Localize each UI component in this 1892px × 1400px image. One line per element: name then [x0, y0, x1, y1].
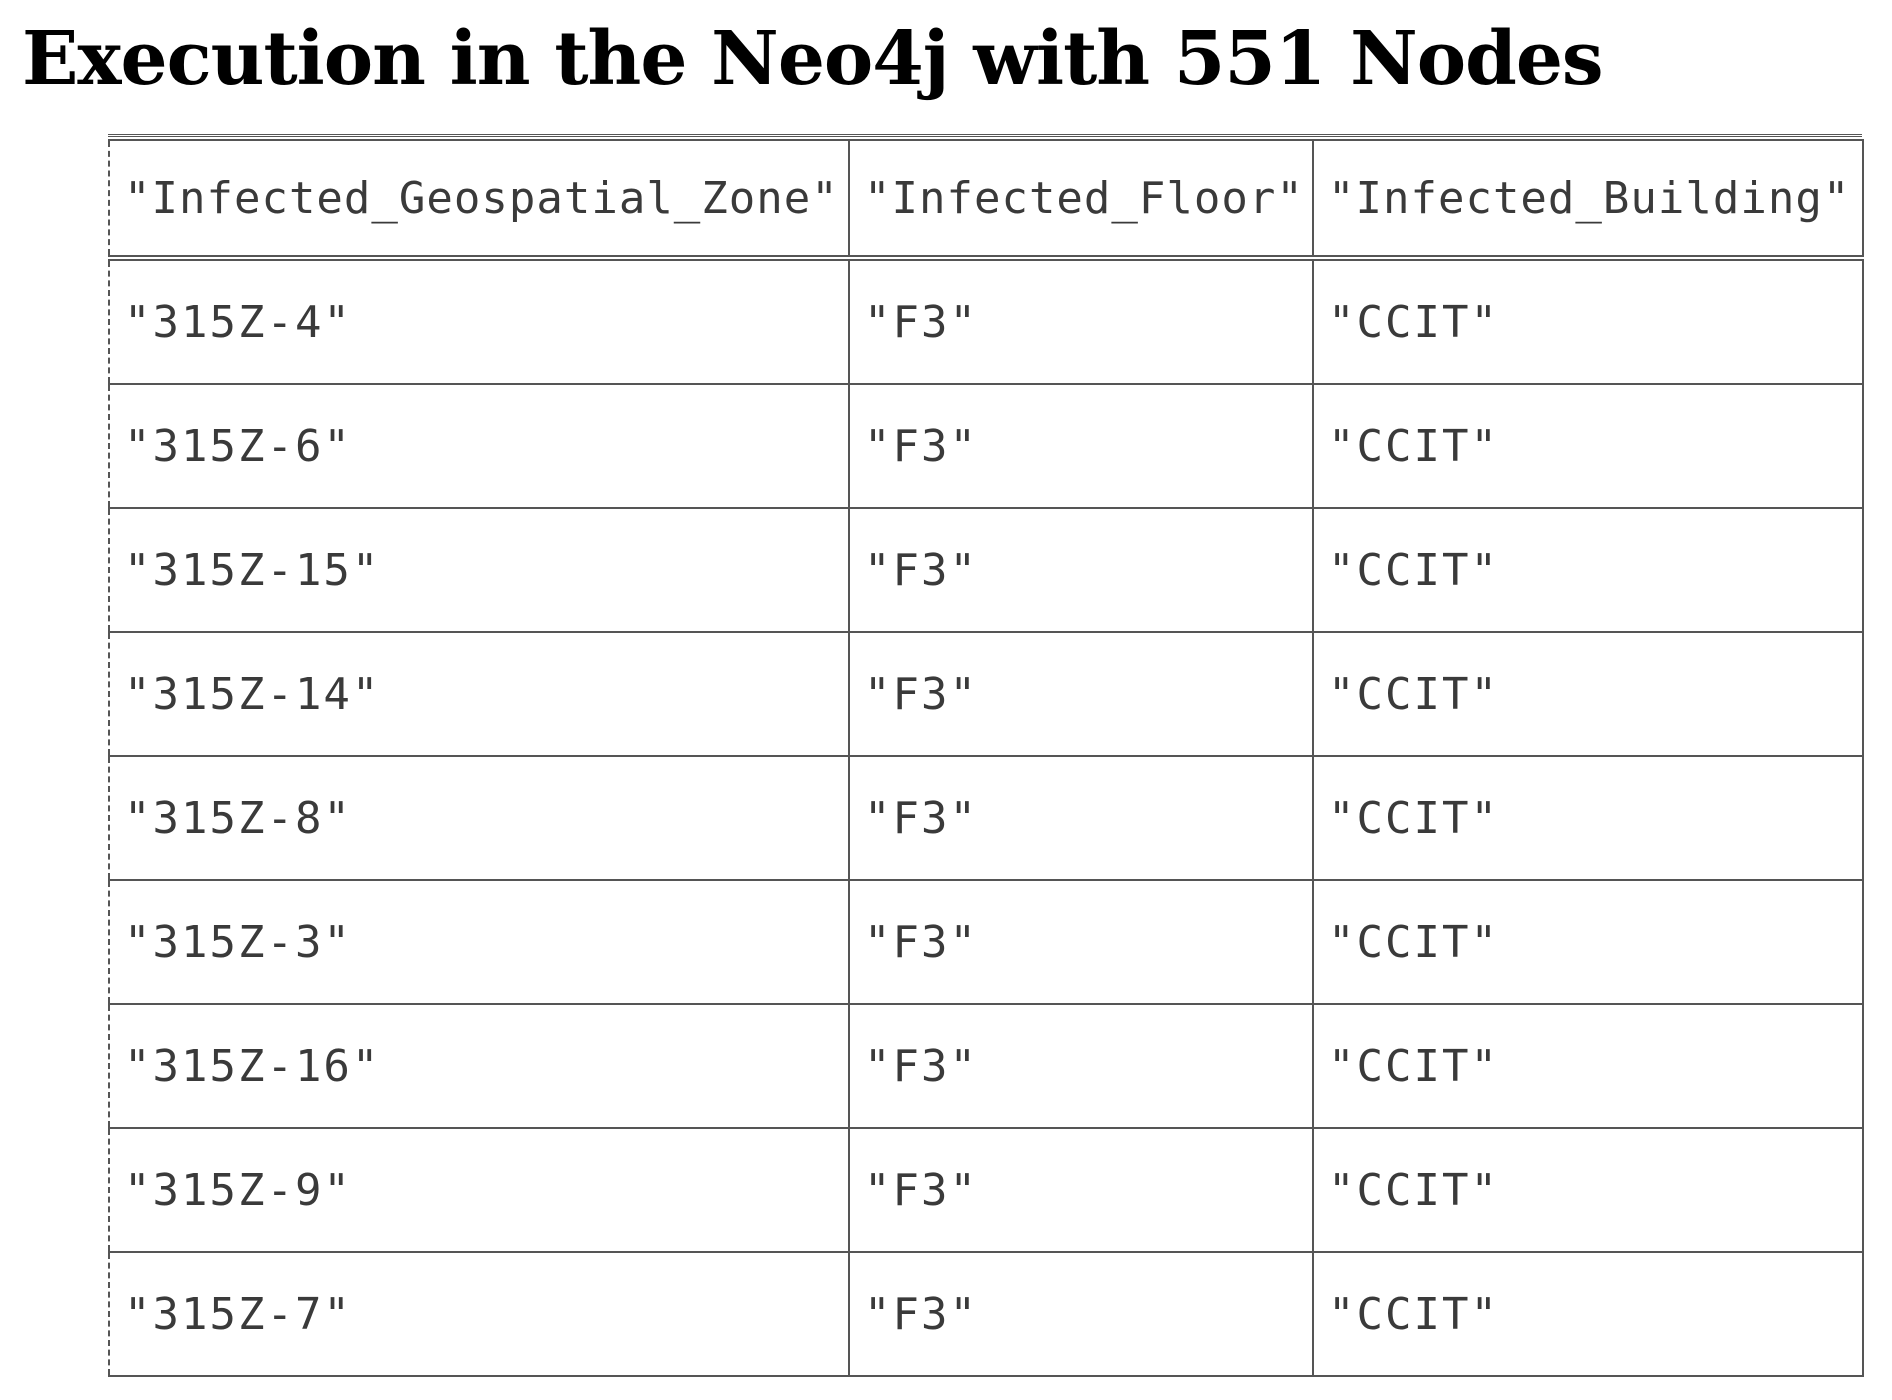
column-header-geospatial-zone: "Infected_Geospatial_Zone" [108, 139, 850, 261]
cell-floor: "F3" [848, 879, 1314, 1005]
table-row: "315Z-14" "F3" "CCIT" [108, 631, 1864, 757]
table-row: "315Z-6" "F3" "CCIT" [108, 383, 1864, 509]
column-header-building: "Infected_Building" [1312, 139, 1864, 261]
cell-floor: "F3" [848, 1003, 1314, 1129]
cell-floor: "F3" [848, 507, 1314, 633]
table-row: "315Z-3" "F3" "CCIT" [108, 879, 1864, 1005]
table-row: "315Z-8" "F3" "CCIT" [108, 755, 1864, 881]
cell-geospatial-zone: "315Z-4" [108, 257, 850, 385]
table-row: "315Z-7" "F3" "CCIT" [108, 1251, 1864, 1377]
table-row: "315Z-9" "F3" "CCIT" [108, 1127, 1864, 1253]
table-body: "315Z-4" "F3" "CCIT" "315Z-6" "F3" "CCIT… [108, 257, 1864, 1377]
cell-geospatial-zone: "315Z-14" [108, 631, 850, 757]
cell-geospatial-zone: "315Z-9" [108, 1127, 850, 1253]
cell-floor: "F3" [848, 257, 1314, 385]
cell-building: "CCIT" [1312, 383, 1864, 509]
cell-floor: "F3" [848, 1127, 1314, 1253]
page-title: Execution in the Neo4j with 551 Nodes [22, 16, 1604, 102]
cell-geospatial-zone: "315Z-7" [108, 1251, 850, 1377]
table-header: "Infected_Geospatial_Zone" "Infected_Flo… [108, 139, 1864, 261]
table-row: "315Z-16" "F3" "CCIT" [108, 1003, 1864, 1129]
result-table: "Infected_Geospatial_Zone" "Infected_Flo… [108, 139, 1864, 1377]
cell-building: "CCIT" [1312, 1251, 1864, 1377]
cell-building: "CCIT" [1312, 1127, 1864, 1253]
cell-geospatial-zone: "315Z-8" [108, 755, 850, 881]
cell-building: "CCIT" [1312, 507, 1864, 633]
cell-geospatial-zone: "315Z-15" [108, 507, 850, 633]
cell-geospatial-zone: "315Z-16" [108, 1003, 850, 1129]
cell-building: "CCIT" [1312, 1003, 1864, 1129]
cell-building: "CCIT" [1312, 257, 1864, 385]
cell-geospatial-zone: "315Z-6" [108, 383, 850, 509]
column-header-floor: "Infected_Floor" [848, 139, 1314, 261]
cell-building: "CCIT" [1312, 879, 1864, 1005]
table-row: "315Z-4" "F3" "CCIT" [108, 257, 1864, 385]
cell-floor: "F3" [848, 383, 1314, 509]
cell-floor: "F3" [848, 631, 1314, 757]
result-table-frame: "Infected_Geospatial_Zone" "Infected_Flo… [108, 134, 1864, 1377]
cell-floor: "F3" [848, 1251, 1314, 1377]
cell-building: "CCIT" [1312, 755, 1864, 881]
table-row: "315Z-15" "F3" "CCIT" [108, 507, 1864, 633]
cell-building: "CCIT" [1312, 631, 1864, 757]
header-row: "Infected_Geospatial_Zone" "Infected_Flo… [108, 139, 1864, 261]
cell-floor: "F3" [848, 755, 1314, 881]
cell-geospatial-zone: "315Z-3" [108, 879, 850, 1005]
